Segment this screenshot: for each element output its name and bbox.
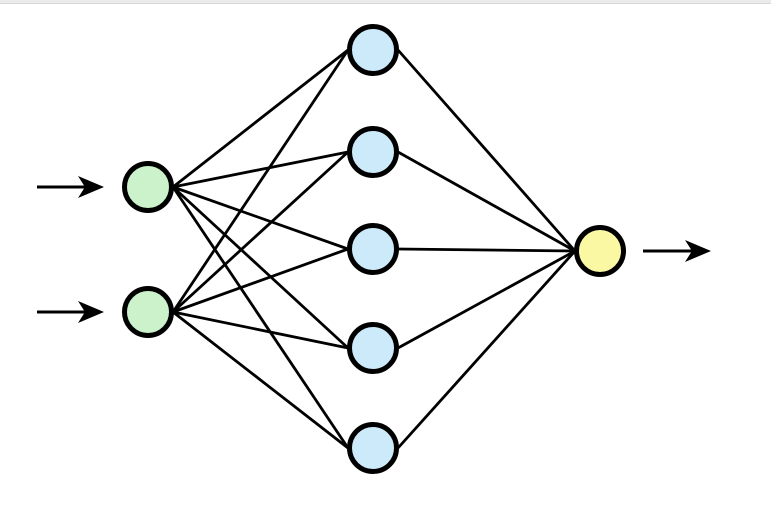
input-layer-node-1: [122, 161, 174, 213]
top-bar: [0, 0, 771, 4]
input-arrow-bottom-head-icon: [78, 301, 104, 323]
output-arrow-head-icon: [685, 240, 711, 262]
edge-input-layer-2-to-hidden-layer-5: [172, 310, 349, 450]
hidden-layer-node-3: [347, 223, 399, 275]
hidden-layer-node-1: [347, 24, 399, 76]
output-layer-node-1: [574, 225, 626, 277]
hidden-layer-node-2: [347, 126, 399, 178]
edge-hidden-layer-3-to-output-layer-1: [397, 247, 576, 253]
edge-hidden-layer-4-to-output-layer-1: [397, 249, 576, 350]
edge-input-layer-1-to-hidden-layer-2: [172, 150, 349, 189]
edge-input-layer-1-to-hidden-layer-1: [172, 48, 349, 189]
edge-input-layer-2-to-hidden-layer-3: [172, 247, 349, 314]
edge-hidden-layer-5-to-output-layer-1: [396, 250, 577, 449]
hidden-layer-node-4: [347, 322, 399, 374]
input-layer-node-2: [122, 286, 174, 338]
edge-input-layer-2-to-hidden-layer-1: [171, 49, 350, 313]
edge-input-layer-2-to-hidden-layer-2: [172, 150, 349, 314]
input-arrow-top-head-icon: [78, 176, 104, 198]
edge-hidden-layer-1-to-output-layer-1: [396, 49, 577, 252]
edge-input-layer-2-to-hidden-layer-4: [172, 310, 349, 350]
edge-hidden-layer-2-to-output-layer-1: [397, 150, 576, 253]
edge-input-layer-1-to-hidden-layer-5: [171, 186, 350, 449]
edge-input-layer-1-to-hidden-layer-3: [172, 185, 349, 251]
hidden-layer-node-5: [347, 422, 399, 474]
edge-input-layer-1-to-hidden-layer-4: [172, 185, 349, 350]
